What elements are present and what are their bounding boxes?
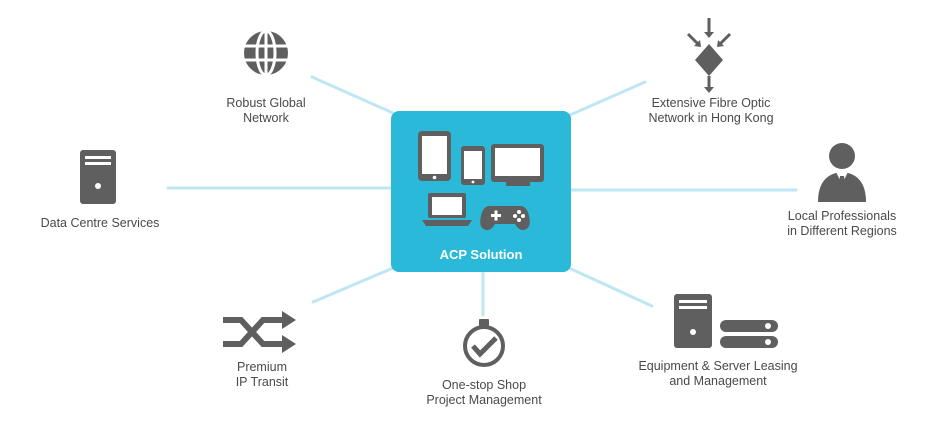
project-management-label: One-stop Shop Project Management xyxy=(426,378,542,407)
connector-fibre-optic xyxy=(568,80,647,117)
equipment-leasing-label: Equipment & Server Leasing and Managemen… xyxy=(638,359,798,388)
local-professionals-label: Local Professionals in Different Regions xyxy=(787,209,897,238)
ip-transit-label: Premium IP Transit xyxy=(235,360,289,389)
acp-solution-box: ACP Solution xyxy=(391,111,571,272)
node-local-professionals: Local Professionals in Different Regions xyxy=(772,140,912,244)
node-robust-global-network: Robust Global Network xyxy=(214,28,318,132)
fibre-optic-label: Extensive Fibre Optic Network in Hong Ko… xyxy=(648,96,774,125)
server-rack-icon xyxy=(674,294,778,348)
globe-icon xyxy=(244,29,288,77)
connector-ip-transit xyxy=(311,266,395,304)
fibre-diamond-icon xyxy=(686,18,732,93)
shuffle-arrows-icon xyxy=(223,311,296,353)
robust-global-network-label: Robust Global Network xyxy=(226,96,306,125)
connector-robust-global-network xyxy=(310,75,395,115)
devices-icon xyxy=(418,131,544,231)
connector-equipment-leasing xyxy=(567,266,654,308)
node-data-centre: Data Centre Services xyxy=(30,148,170,238)
server-tower-icon xyxy=(80,150,116,204)
checkmark-clock-icon xyxy=(463,319,505,367)
node-ip-transit: Premium IP Transit xyxy=(212,310,312,392)
node-fibre-optic: Extensive Fibre Optic Network in Hong Ko… xyxy=(636,14,786,130)
node-equipment-leasing: Equipment & Server Leasing and Managemen… xyxy=(628,292,808,392)
node-project-management: One-stop Shop Project Management xyxy=(404,318,564,418)
data-centre-label: Data Centre Services xyxy=(40,216,160,230)
acp-solution-label: ACP Solution xyxy=(439,247,523,262)
businessman-icon xyxy=(818,143,866,202)
